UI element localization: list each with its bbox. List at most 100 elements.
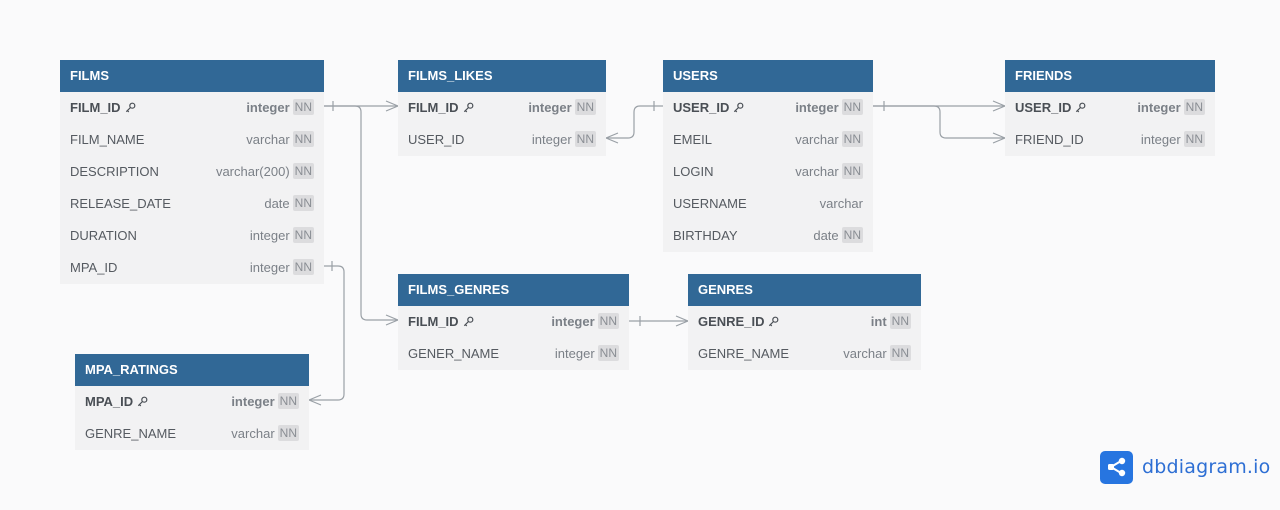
- share-nodes-icon: [1100, 450, 1133, 484]
- key-icon: [1076, 102, 1086, 113]
- not-null-badge: NN: [1183, 99, 1205, 115]
- not-null-badge: NN: [292, 195, 314, 211]
- column-name: BIRTHDAY: [673, 228, 738, 243]
- column-type: integer: [231, 394, 275, 409]
- table-header[interactable]: GENRES: [688, 274, 921, 306]
- not-null-badge: NN: [1183, 131, 1205, 147]
- not-null-badge: NN: [574, 99, 596, 115]
- column-name: FILM_ID: [408, 314, 459, 329]
- column-name: FILM_NAME: [70, 132, 145, 147]
- not-null-badge: NN: [292, 259, 314, 275]
- not-null-badge: NN: [841, 99, 863, 115]
- table-header[interactable]: FILMS_LIKES: [398, 60, 606, 92]
- not-null-badge: NN: [574, 131, 596, 147]
- rel-films-mpa-ratings[interactable]: [308, 261, 345, 406]
- column-type: varchar: [231, 426, 275, 441]
- column-name: RELEASE_DATE: [70, 196, 171, 211]
- column-type: integer: [795, 100, 839, 115]
- column-row[interactable]: USERNAME varchar: [663, 188, 873, 220]
- column-type: varchar: [819, 196, 863, 211]
- not-null-badge: NN: [292, 99, 314, 115]
- column-type: varchar: [795, 132, 839, 147]
- column-type: varchar: [246, 132, 290, 147]
- not-null-badge: NN: [597, 345, 619, 361]
- key-icon: [734, 102, 744, 113]
- column-name: FILM_ID: [408, 100, 459, 115]
- column-type: int: [870, 314, 887, 329]
- rel-films-likes-users[interactable]: [605, 101, 663, 144]
- column-name: GENRE_ID: [698, 314, 765, 329]
- column-type: date: [813, 228, 839, 243]
- not-null-badge: NN: [277, 393, 299, 409]
- not-null-badge: NN: [277, 425, 299, 441]
- table-header[interactable]: USERS: [663, 60, 873, 92]
- column-name: GENRE_NAME: [85, 426, 177, 441]
- column-name: MPA_ID: [85, 394, 134, 409]
- key-icon: [463, 102, 473, 113]
- brand-link[interactable]: dbdiagram.io: [1100, 450, 1270, 484]
- not-null-badge: NN: [292, 227, 314, 243]
- rel-users-friends-friend[interactable]: [873, 105, 1006, 144]
- column-name: USER_ID: [1015, 100, 1072, 115]
- column-name: USER_ID: [408, 132, 465, 147]
- column-type: integer: [1140, 132, 1181, 147]
- column-type: integer: [249, 228, 290, 243]
- brand-name: dbdiagram.io: [1142, 456, 1271, 478]
- key-icon: [769, 316, 779, 327]
- column-type: integer: [551, 314, 595, 329]
- column-type: date: [264, 196, 290, 211]
- rel-films-films-genres[interactable]: [324, 105, 399, 326]
- column-type: integer: [528, 100, 572, 115]
- column-name: LOGIN: [673, 164, 714, 179]
- not-null-badge: NN: [292, 163, 314, 179]
- column-name: MPA_ID: [70, 260, 118, 275]
- table-header[interactable]: FILMS_GENRES: [398, 274, 629, 306]
- column-name: DURATION: [70, 228, 137, 243]
- column-row[interactable]: DESCRIPTION varchar(200)NN: [60, 156, 324, 188]
- column-name: DESCRIPTION: [70, 164, 159, 179]
- column-name: EMEIL: [673, 132, 713, 147]
- not-null-badge: NN: [889, 345, 911, 361]
- column-type: integer: [531, 132, 572, 147]
- column-type: varchar: [795, 164, 839, 179]
- column-name: GENRE_NAME: [698, 346, 790, 361]
- column-type: integer: [1137, 100, 1181, 115]
- column-name: FRIEND_ID: [1015, 132, 1084, 147]
- not-null-badge: NN: [889, 313, 911, 329]
- key-icon: [463, 316, 473, 327]
- table-header[interactable]: MPA_RATINGS: [75, 354, 309, 386]
- key-icon: [138, 396, 148, 407]
- table-header[interactable]: FRIENDS: [1005, 60, 1215, 92]
- not-null-badge: NN: [841, 131, 863, 147]
- rel-films-genres-genres[interactable]: [629, 315, 689, 327]
- table-header[interactable]: FILMS: [60, 60, 324, 92]
